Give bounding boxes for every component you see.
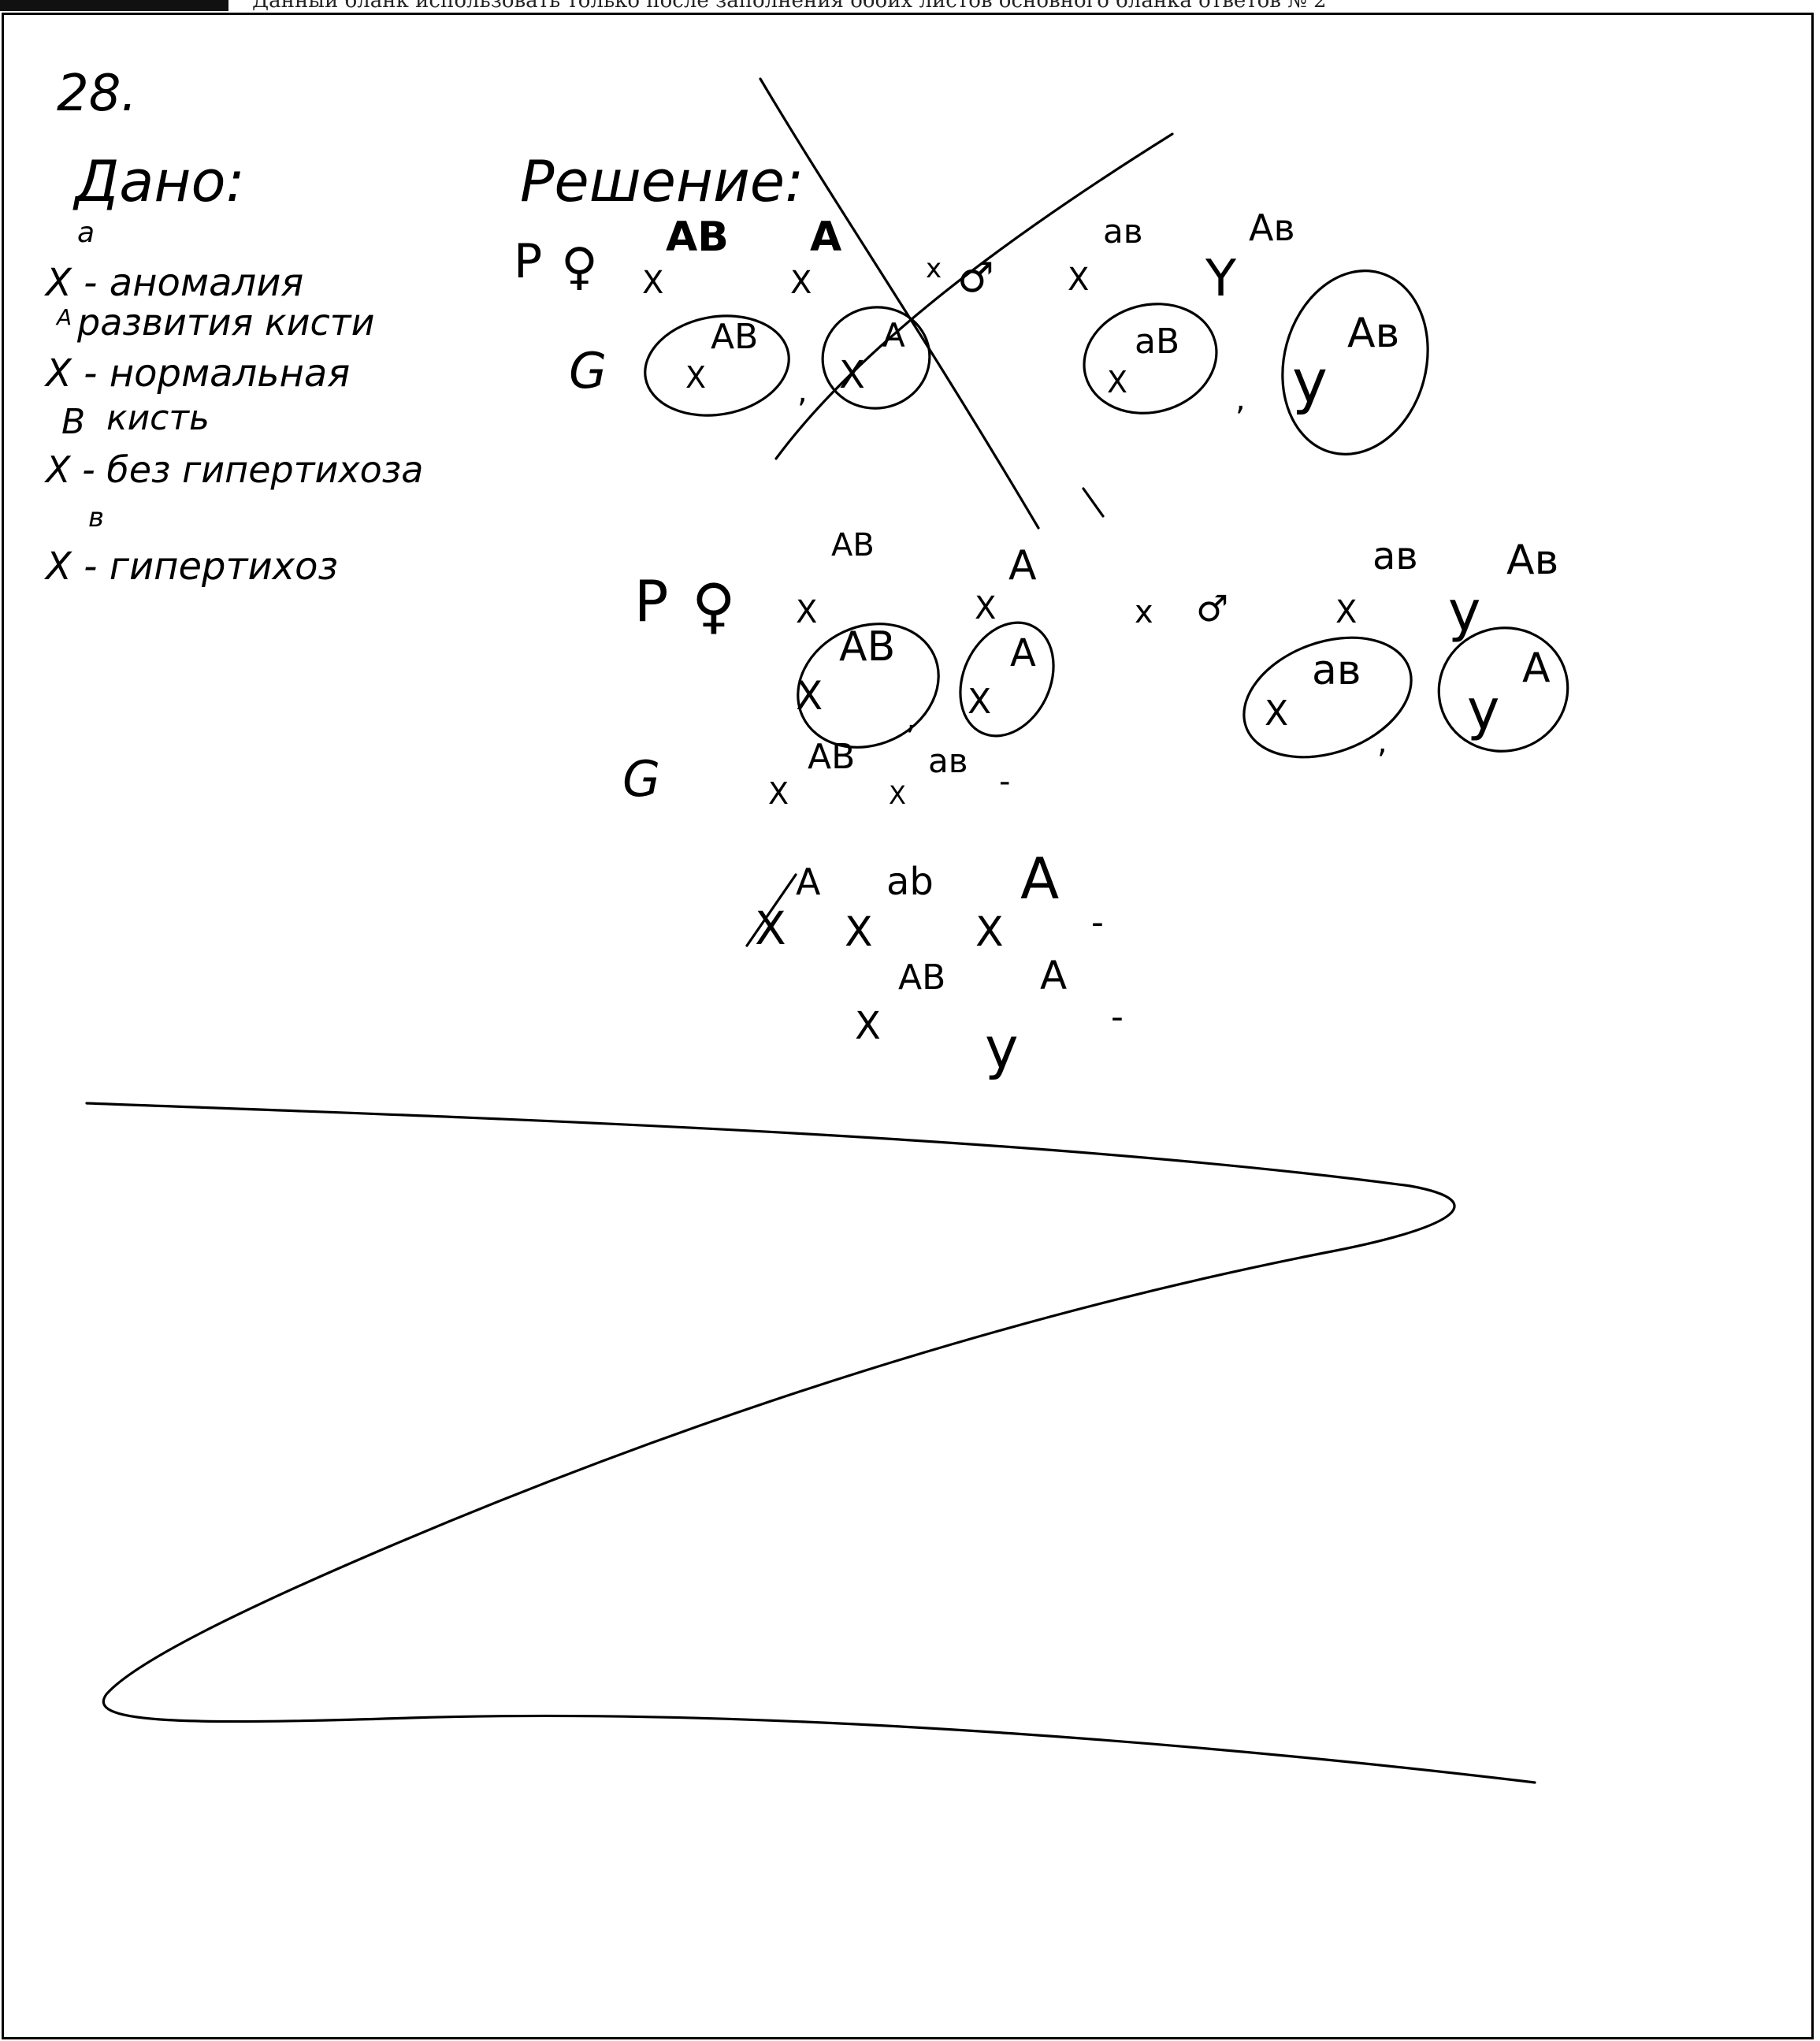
- cross1-g: G: [569, 342, 607, 400]
- c2-offspring-5-sup: A: [1020, 846, 1059, 912]
- cross1-m-y: Y: [1205, 250, 1237, 308]
- given-line-4: кисть: [106, 398, 210, 438]
- header-instruction-text: Данный бланк использовать только после з…: [252, 0, 1327, 13]
- c1-gamete-3-base: X: [1107, 365, 1127, 400]
- c2-offspring-1-sup: AB: [808, 737, 855, 777]
- given-line-6: X - гипертихоз: [43, 545, 338, 589]
- c2-gamete-3-base: X: [1265, 693, 1288, 734]
- answer-sheet-frame: [2, 13, 1814, 2039]
- given-line-3: X - нормальная: [43, 351, 350, 396]
- cross2-f-sup2: A: [1008, 542, 1037, 589]
- given-sup-B: B: [61, 402, 85, 442]
- gamete-oval: [1437, 626, 1569, 753]
- c2-offspring-2-base: X: [889, 780, 906, 810]
- solution-title: Решение:: [520, 148, 804, 214]
- c1-comma-1: ,: [797, 374, 808, 410]
- cross1-f-sup2: A: [810, 214, 841, 261]
- c2-offspring-5-base: X: [975, 909, 1004, 956]
- cross1-f-x1: X: [642, 265, 663, 301]
- c2-offspring-3-sup: A: [796, 861, 821, 903]
- cross2-p: P: [634, 568, 668, 634]
- cross2-times: x: [1135, 594, 1153, 630]
- cross1-f-x2: X: [790, 265, 812, 301]
- cross1-p: P: [514, 234, 542, 289]
- gamete-oval: [821, 306, 931, 410]
- c2-offspring-1-base: X: [768, 776, 789, 811]
- strike-line: [774, 132, 1174, 460]
- c2-gamete-1-base: X: [796, 673, 823, 719]
- c1-gamete-4-base: y: [1292, 346, 1328, 416]
- c1-gamete-3-sup: aB: [1135, 322, 1179, 362]
- dash: -: [999, 764, 1010, 800]
- given-sup-a: a: [77, 217, 95, 249]
- cross1-female-symbol: ♀: [561, 238, 598, 296]
- cross2-female-symbol: ♀: [692, 571, 736, 641]
- c2-comma-1: ,: [906, 701, 916, 737]
- cross2-m-y: y: [1448, 579, 1480, 644]
- cross2-f-x1: X: [796, 594, 817, 630]
- given-line-2: развития кисти: [76, 301, 375, 344]
- cross1-m-x: X: [1068, 262, 1089, 298]
- stray-stroke: [1082, 487, 1105, 518]
- c2-offspring-4-sup: ab: [886, 860, 934, 904]
- gamete-oval: [1083, 303, 1218, 415]
- c2-offspring-7-sup: A: [1040, 953, 1067, 998]
- cross-out-stroke: [745, 873, 797, 947]
- c1-gamete-1-base: X: [685, 360, 706, 395]
- c2-offspring-2-sup: aв: [928, 742, 968, 780]
- cross2-m-sup1: aв: [1372, 534, 1418, 578]
- cross2-m-x: X: [1335, 594, 1357, 630]
- c1-gamete-2-base: X: [839, 353, 865, 397]
- c1-gamete-1-sup: AB: [711, 317, 758, 357]
- c1-gamete-4-sup: Aв: [1347, 310, 1399, 357]
- cross1-m-sup2: Aв: [1249, 206, 1295, 249]
- c2-gamete-4-sup: A: [1522, 645, 1551, 692]
- given-line-5: X - без гипертихоза: [44, 448, 423, 491]
- c2-offspring-4-base: X: [845, 909, 873, 956]
- gamete-oval: [644, 314, 790, 417]
- cross1-f-sup1: AB: [666, 214, 729, 261]
- c2-gamete-2-base: X: [968, 682, 991, 722]
- cross2-f-x2: X: [975, 590, 996, 626]
- cross1-m-sup1: aв: [1103, 212, 1143, 251]
- z-cancel-line: [85, 1102, 1536, 1784]
- c2-offspring-6-sup: AB: [898, 957, 945, 998]
- given-sup-A: A: [55, 304, 72, 330]
- c2-gamete-1-sup: AB: [839, 623, 895, 671]
- gamete-oval: [959, 621, 1055, 738]
- c2-offspring-6-base: X: [855, 1004, 881, 1048]
- strike-line: [759, 77, 1040, 530]
- c1-comma-2: ,: [1235, 381, 1246, 418]
- given-title: Дано:: [72, 148, 245, 214]
- form-header: Данный бланк использовать только после з…: [0, 0, 1820, 13]
- cross2-male-symbol: ♂: [1196, 587, 1228, 630]
- given-line-1: X - аномалия: [43, 261, 303, 305]
- cross2-f-sup1: AB: [831, 527, 875, 563]
- dash: -: [1111, 997, 1124, 1037]
- task-number: 28.: [57, 65, 137, 123]
- cross2-m-sup2: Aв: [1506, 537, 1558, 584]
- cross1-times: x: [926, 253, 942, 284]
- c2-comma-2: ,: [1377, 724, 1387, 760]
- gamete-oval: [797, 623, 940, 749]
- c2-gamete-3-sup: aв: [1312, 647, 1361, 694]
- c2-gamete-2-sup: A: [1010, 631, 1036, 675]
- header-black-tab: [0, 0, 228, 11]
- given-sup-в: в: [88, 502, 104, 533]
- gamete-oval: [1281, 270, 1429, 455]
- c2-gamete-4-base: y: [1467, 678, 1499, 742]
- gamete-oval: [1242, 636, 1413, 759]
- dash: -: [1091, 902, 1104, 942]
- c2-offspring-7-base: y: [985, 1015, 1019, 1081]
- cross2-g: G: [622, 750, 660, 808]
